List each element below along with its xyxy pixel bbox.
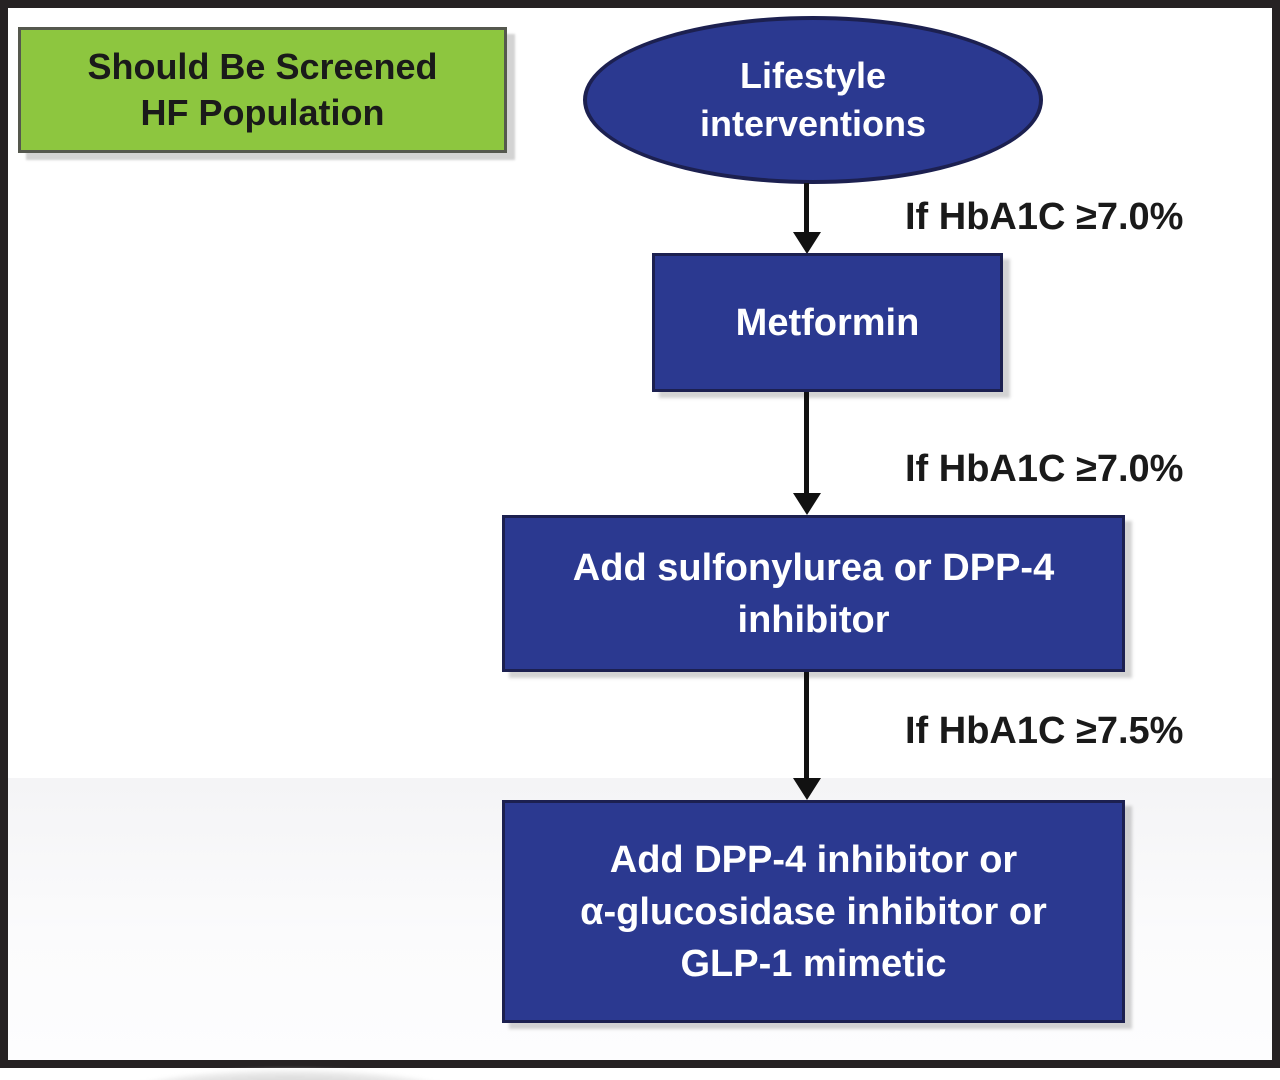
final-step-line1: Add DPP-4 inhibitor or <box>609 838 1018 881</box>
metformin-box: Metformin <box>652 253 1003 392</box>
page-curl-shadow <box>120 1070 460 1080</box>
screened-population-line2: HF Population <box>140 92 385 133</box>
lifestyle-interventions-ellipse: Lifestyle interventions <box>583 16 1043 184</box>
condition-label-2: If HbA1C ≥7.0% <box>905 448 1184 490</box>
flow-arrow-1-line <box>804 183 809 235</box>
screened-population-box: Should Be Screened HF Population <box>18 27 507 153</box>
flow-arrow-3-head <box>793 778 821 800</box>
lifestyle-line2: interventions <box>699 103 927 144</box>
dpp4-glucosidase-glp1-box: Add DPP-4 inhibitor or α-glucosidase inh… <box>502 800 1125 1023</box>
flow-arrow-3-line <box>804 672 809 780</box>
sulfonylurea-line1: Add sulfonylurea or DPP-4 <box>572 546 1055 589</box>
screened-population-line1: Should Be Screened <box>87 46 438 87</box>
final-step-line2: α-glucosidase inhibitor or <box>580 890 1047 933</box>
metformin-label: Metformin <box>735 301 920 344</box>
condition-label-3: If HbA1C ≥7.5% <box>905 710 1184 752</box>
flow-arrow-2-head <box>793 493 821 515</box>
condition-label-1: If HbA1C ≥7.0% <box>905 196 1184 238</box>
final-step-line3: GLP-1 mimetic <box>680 942 947 985</box>
sulfonylurea-dpp4-box: Add sulfonylurea or DPP-4 inhibitor <box>502 515 1125 672</box>
flow-arrow-1-head <box>793 232 821 254</box>
flow-arrow-2-line <box>804 392 809 495</box>
sulfonylurea-line2: inhibitor <box>737 598 890 641</box>
lifestyle-line1: Lifestyle <box>739 55 887 96</box>
